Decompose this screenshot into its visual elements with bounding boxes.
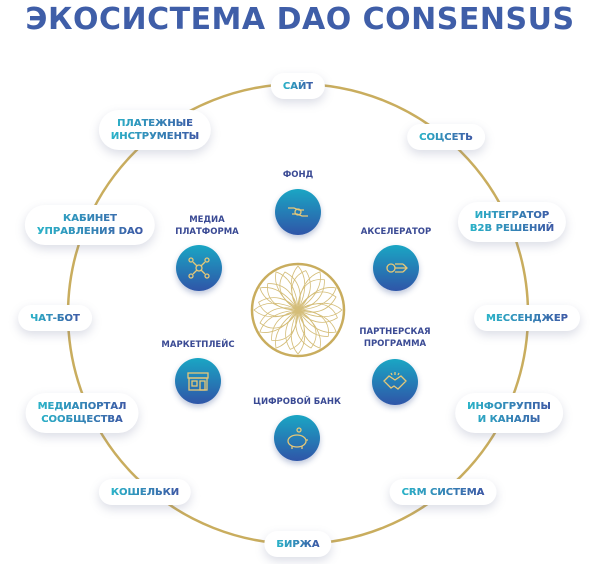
service-label-line: АКСЕЛЕРАТОР xyxy=(360,227,432,237)
node-label-line: B2B РЕШЕНИЙ xyxy=(469,223,555,234)
node-social: СОЦСЕТЬ xyxy=(407,124,485,150)
node-label-line: БИРЖА xyxy=(276,538,320,550)
node-label-line: УПРАВЛЕНИЯ DAO xyxy=(36,226,144,237)
service-label-media: МЕДИА ПЛАТФОРМА xyxy=(175,214,238,238)
node-label-line: МЕССЕНДЖЕР xyxy=(486,312,568,324)
node-label-line: CRM СИСТЕМА xyxy=(401,486,485,498)
service-label-line: МЕДИА xyxy=(189,215,225,225)
piggy-bank-icon xyxy=(274,415,320,461)
node-label-line: ИНТЕГРАТОР xyxy=(470,209,554,222)
node-label-line: КОШЕЛЬКИ xyxy=(110,486,180,498)
node-chatbot: ЧАТ-БОТ xyxy=(18,305,92,331)
node-label: ЧАТ-БОТ xyxy=(30,312,80,325)
node-label-line: СООБЩЕСТВА xyxy=(38,413,127,426)
service-label-accelerator: АКСЕЛЕРАТОР xyxy=(361,226,432,238)
service-label-line: ЦИФРОВОЙ БАНК xyxy=(253,397,341,407)
node-label-line: ИНСТРУМЕНТЫ xyxy=(110,131,200,142)
rocket-arrow-icon xyxy=(373,245,419,291)
node-messenger: МЕССЕНДЖЕР xyxy=(474,305,580,331)
service-label-line: ФОНД xyxy=(282,170,314,180)
node-label-line: ЧАТ-БОТ xyxy=(30,312,80,324)
service-label-bank: ЦИФРОВОЙ БАНК xyxy=(253,396,341,408)
hands-coin-icon xyxy=(275,189,321,235)
service-label-line: МАРКЕТПЛЕЙС xyxy=(161,340,235,350)
service-label-partner: ПАРТНЕРСКАЯ ПРОГРАММА xyxy=(359,326,430,350)
node-wallets: КОШЕЛЬКИ xyxy=(98,479,192,505)
node-label: САЙТ xyxy=(283,80,313,93)
node-label-line: ПЛАТЕЖНЫЕ xyxy=(111,117,199,130)
node-label: СОЦСЕТЬ xyxy=(419,131,473,144)
service-label-fund: ФОНД xyxy=(283,169,313,181)
node-label-line: ИНФОГРУППЫ xyxy=(467,401,551,412)
lotus-emblem-icon xyxy=(250,262,346,358)
service-label-line: ПАРТНЕРСКАЯ xyxy=(359,327,431,337)
node-label-line: МЕДИАПОРТАЛ xyxy=(37,401,127,412)
page-title: ЭКОСИСТЕМА DAO CONSENSUS xyxy=(25,2,575,37)
node-exchange: БИРЖА xyxy=(264,531,332,557)
node-crm: CRM СИСТЕМА xyxy=(389,479,497,505)
node-label-line: СОЦСЕТЬ xyxy=(419,131,473,143)
service-label-marketplace: МАРКЕТПЛЕЙС xyxy=(161,339,234,351)
node-label-line: И КАНАЛЫ xyxy=(467,413,551,426)
service-label-line: ПРОГРАММА xyxy=(363,339,427,349)
service-label-line: ПЛАТФОРМА xyxy=(175,227,239,237)
node-label: КОШЕЛЬКИ xyxy=(111,486,179,499)
node-label: БИРЖА xyxy=(276,538,319,551)
node-label: CRM СИСТЕМА xyxy=(402,486,485,499)
node-label-line: САЙТ xyxy=(282,80,314,92)
node-label-line: КАБИНЕТ xyxy=(37,212,143,225)
store-icon xyxy=(175,358,221,404)
node-site: САЙТ xyxy=(270,73,326,99)
network-icon xyxy=(176,245,222,291)
node-label: МЕССЕНДЖЕР xyxy=(486,312,568,325)
handshake-icon xyxy=(372,359,418,405)
